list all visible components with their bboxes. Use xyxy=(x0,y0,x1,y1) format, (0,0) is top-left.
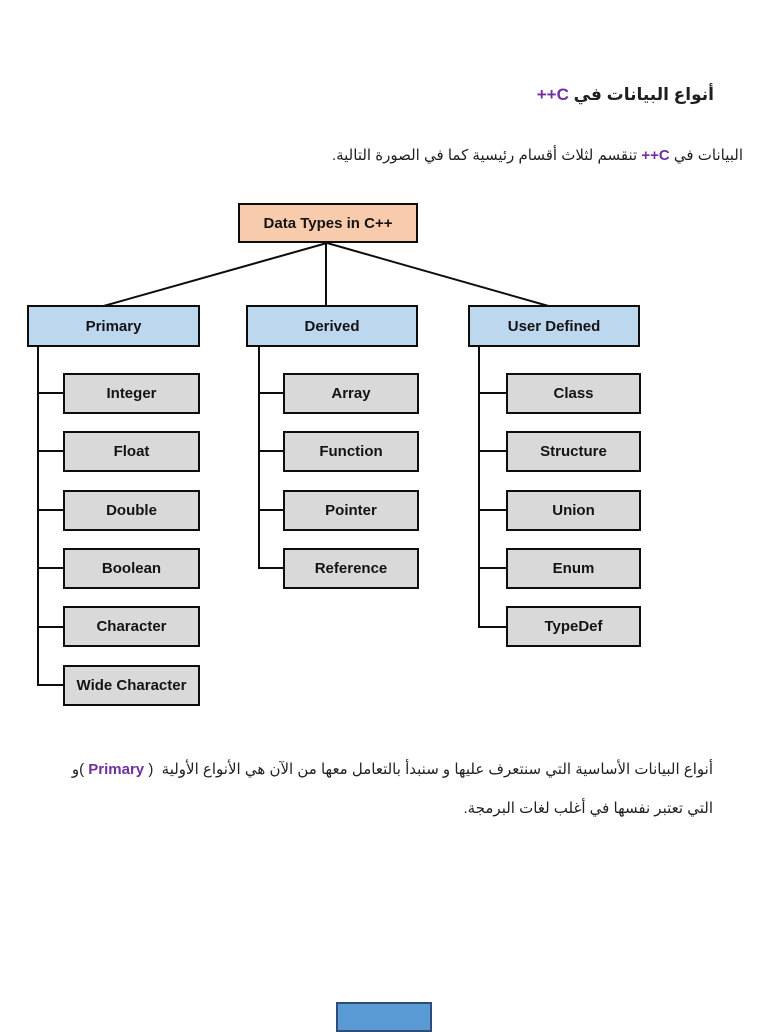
leaf-node-class: Class xyxy=(506,373,641,414)
footer-paragraph-line1: أنواع البيانات الأساسية التي سنتعرف عليه… xyxy=(60,757,713,783)
footer-line1-pre: أنواع البيانات الأساسية التي سنتعرف عليه… xyxy=(161,761,713,778)
leaf-node-pointer: Pointer xyxy=(283,490,419,531)
footer-paragraph: أنواع البيانات الأساسية التي سنتعرف عليه… xyxy=(60,757,713,835)
intro-post: تنقسم لثلاث أقسام رئيسية كما في الصورة ا… xyxy=(331,147,638,164)
leaf-node-wide-character: Wide Character xyxy=(63,665,200,706)
leaf-node-structure: Structure xyxy=(506,431,641,472)
footer-paragraph-line2: التي تعتبر نفسها في أغلب لغات البرمجة. xyxy=(463,800,714,817)
page-title-code: C++ xyxy=(536,85,569,104)
branch-node-derived: Derived xyxy=(246,305,418,347)
primary-parenthetical: ( Primary ) xyxy=(79,761,157,778)
footer-line1-post: و xyxy=(71,761,80,778)
datatypes-tree-diagram: Data Types in C++ Primary Derived User D… xyxy=(27,203,641,706)
leaf-node-reference: Reference xyxy=(283,548,419,589)
branch-node-user-defined: User Defined xyxy=(468,305,640,347)
intro-code: C++ xyxy=(641,147,670,164)
leaf-node-typedef: TypeDef xyxy=(506,606,641,647)
branch-node-primary: Primary xyxy=(27,305,200,347)
page-title: أنواع البيانات في C++ xyxy=(537,85,714,105)
leaf-node-boolean: Boolean xyxy=(63,548,200,589)
leaf-node-character: Character xyxy=(63,606,200,647)
paren-close: ) xyxy=(148,761,154,778)
page-title-arabic: أنواع البيانات في xyxy=(573,85,714,104)
intro-text: البيانات في C++ تنقسم لثلاث أقسام رئيسية… xyxy=(332,146,743,164)
paren-open: ( xyxy=(79,761,85,778)
leaf-node-union: Union xyxy=(506,490,641,531)
primary-highlight: Primary xyxy=(88,761,145,778)
root-node-box: Data Types in C++ xyxy=(238,203,418,243)
leaf-node-float: Float xyxy=(63,431,200,472)
leaf-node-array: Array xyxy=(283,373,419,414)
tree-connector-lines xyxy=(37,242,553,686)
leaf-node-enum: Enum xyxy=(506,548,641,589)
leaf-node-function: Function xyxy=(283,431,419,472)
leaf-node-integer: Integer xyxy=(63,373,200,414)
leaf-node-double: Double xyxy=(63,490,200,531)
intro-pre: البيانات في xyxy=(673,147,743,164)
next-page-box-partial xyxy=(336,1002,432,1032)
